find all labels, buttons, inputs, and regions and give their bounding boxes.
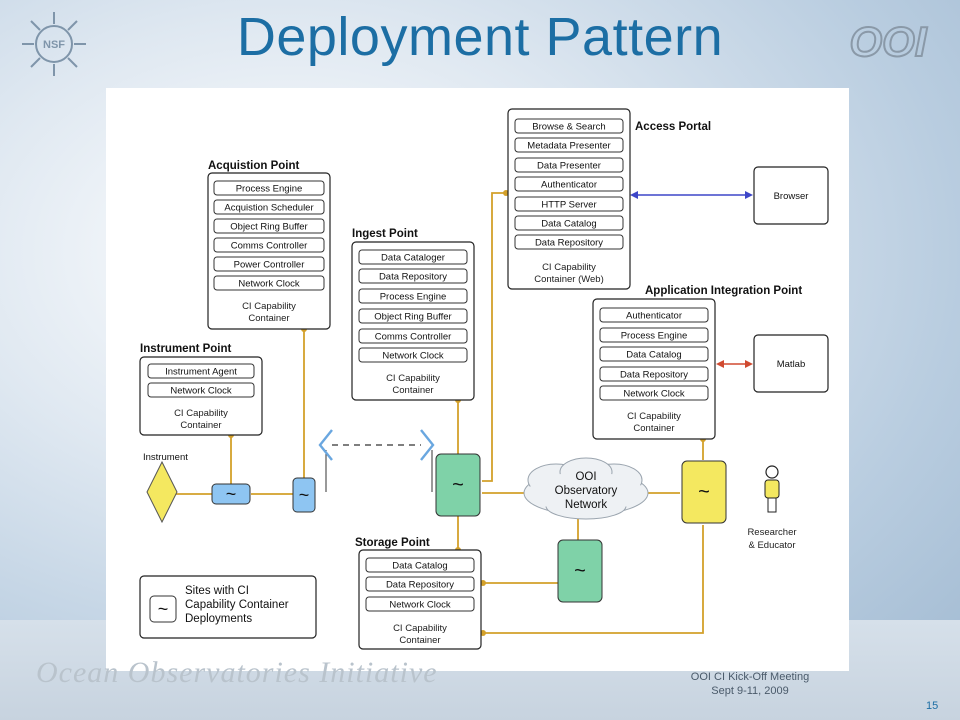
wireless-right-icon [420,429,435,461]
blue-site-1: ~ [211,483,251,505]
site-symbol: ~ [299,485,310,505]
component-item: Object Ring Buffer [230,222,307,233]
component-item: Process Engine [621,331,688,342]
acquisition-point: Acquistion Point Process Engine Acquisti… [207,160,331,330]
green-site-ingest: ~ [435,453,481,517]
component-item: Comms Controller [231,241,308,252]
browser-label: Browser [774,191,809,202]
observatory-network-cloud: OOI Observatory Network [523,457,649,520]
application-integration-point-title: Application Integration Point [645,285,802,297]
access-portal: Access Portal Browse & Search Metadata P… [507,108,711,290]
researcher-node: Researcher & Educator [747,465,797,551]
yellow-site: ~ [681,460,727,524]
component-item: Network Clock [623,389,684,400]
component-item: Process Engine [236,184,303,195]
meeting-line: Sept 9-11, 2009 [711,685,789,697]
component-item: Network Clock [389,600,450,611]
ingest-point: Ingest Point Data Cataloger Data Reposit… [351,228,475,401]
component-item: Instrument Agent [165,367,237,378]
legend-site-symbol: ~ [158,599,169,619]
container-label: Container [180,420,221,431]
storage-point-title: Storage Point [355,537,430,549]
instrument-diamond-icon [146,460,178,524]
ooi-logo-text: OOI [849,18,927,65]
ingest-point-title: Ingest Point [352,228,418,240]
footer-meeting: OOI CI Kick-Off Meeting Sept 9-11, 2009 [650,670,850,698]
container-label: Container (Web) [534,274,604,285]
site-symbol: ~ [698,481,710,503]
component-item: Metadata Presenter [527,141,610,152]
blue-site-2: ~ [292,477,316,513]
slide-title: Deployment Pattern [236,7,724,67]
instrument-node: Instrument [143,452,188,524]
component-item: Data Repository [620,370,688,381]
legend-label: Sites with CI [185,585,249,597]
site-symbol: ~ [226,484,237,504]
container-label: Container [399,635,440,646]
component-item: Data Presenter [537,161,601,172]
site-symbol: ~ [574,560,586,582]
matlab-node: Matlab [753,334,829,393]
researcher-label: Researcher [747,527,796,538]
site-symbol: ~ [452,474,464,496]
legend-label: Capability Container [185,599,289,611]
page-number: 15 [926,700,939,712]
storage-point: Storage Point Data Catalog Data Reposito… [355,537,482,650]
component-item: Power Controller [234,260,305,271]
container-label: CI Capability [542,262,596,273]
browser-node: Browser [753,166,829,225]
nsf-logo-text: NSF [43,39,65,51]
container-label: Container [633,423,674,434]
container-label: CI Capability [386,373,440,384]
component-item: HTTP Server [541,200,596,211]
legend: ~ Sites with CI Capability Container Dep… [139,575,317,639]
meeting-line: OOI CI Kick-Off Meeting [690,671,810,683]
deployment-diagram: Acquistion Point Process Engine Acquisti… [139,108,829,650]
footer-brand: Ocean Observatories Initiative [36,656,438,689]
connection-lines [176,190,753,636]
nsf-logo: NSF [22,12,86,76]
component-item: Data Catalog [626,350,681,361]
component-item: Network Clock [382,351,443,362]
green-site-storage: ~ [557,539,603,603]
researcher-label: & Educator [749,540,796,551]
component-item: Acquistion Scheduler [224,203,313,214]
container-label: CI Capability [174,408,228,419]
acquisition-point-title: Acquistion Point [208,160,300,172]
container-label: CI Capability [627,411,681,422]
container-label: Container [248,313,289,324]
component-item: Network Clock [238,279,299,290]
component-item: Data Repository [386,580,454,591]
network-label: Network [565,499,607,511]
access-portal-title: Access Portal [635,121,711,133]
legend-label: Deployments [185,613,252,625]
application-integration-point: Application Integration Point Authentica… [592,285,802,440]
instrument-label: Instrument [143,452,188,463]
network-label: Observatory [555,485,618,497]
component-item: Browse & Search [532,122,605,133]
diagram-panel: Acquistion Point Process Engine Acquisti… [106,88,849,671]
container-label: Container [392,385,433,396]
component-item: Authenticator [626,311,682,322]
component-item: Process Engine [380,292,447,303]
component-item: Authenticator [541,180,597,191]
component-item: Data Cataloger [381,253,445,264]
ooi-logo: OOI [848,17,928,66]
component-item: Data Repository [379,272,447,283]
component-item: Data Repository [535,238,603,249]
wireless-left-icon [318,429,333,461]
matlab-label: Matlab [777,359,806,370]
instrument-point: Instrument Point Instrument Agent Networ… [139,343,263,436]
container-label: CI Capability [393,623,447,634]
researcher-icon [764,465,780,513]
component-item: Data Catalog [392,561,447,572]
component-item: Network Clock [170,386,231,397]
instrument-point-title: Instrument Point [140,343,232,355]
network-label: OOI [575,471,596,483]
container-label: CI Capability [242,301,296,312]
component-item: Comms Controller [375,332,452,343]
component-item: Data Catalog [541,219,596,230]
component-item: Object Ring Buffer [374,312,451,323]
